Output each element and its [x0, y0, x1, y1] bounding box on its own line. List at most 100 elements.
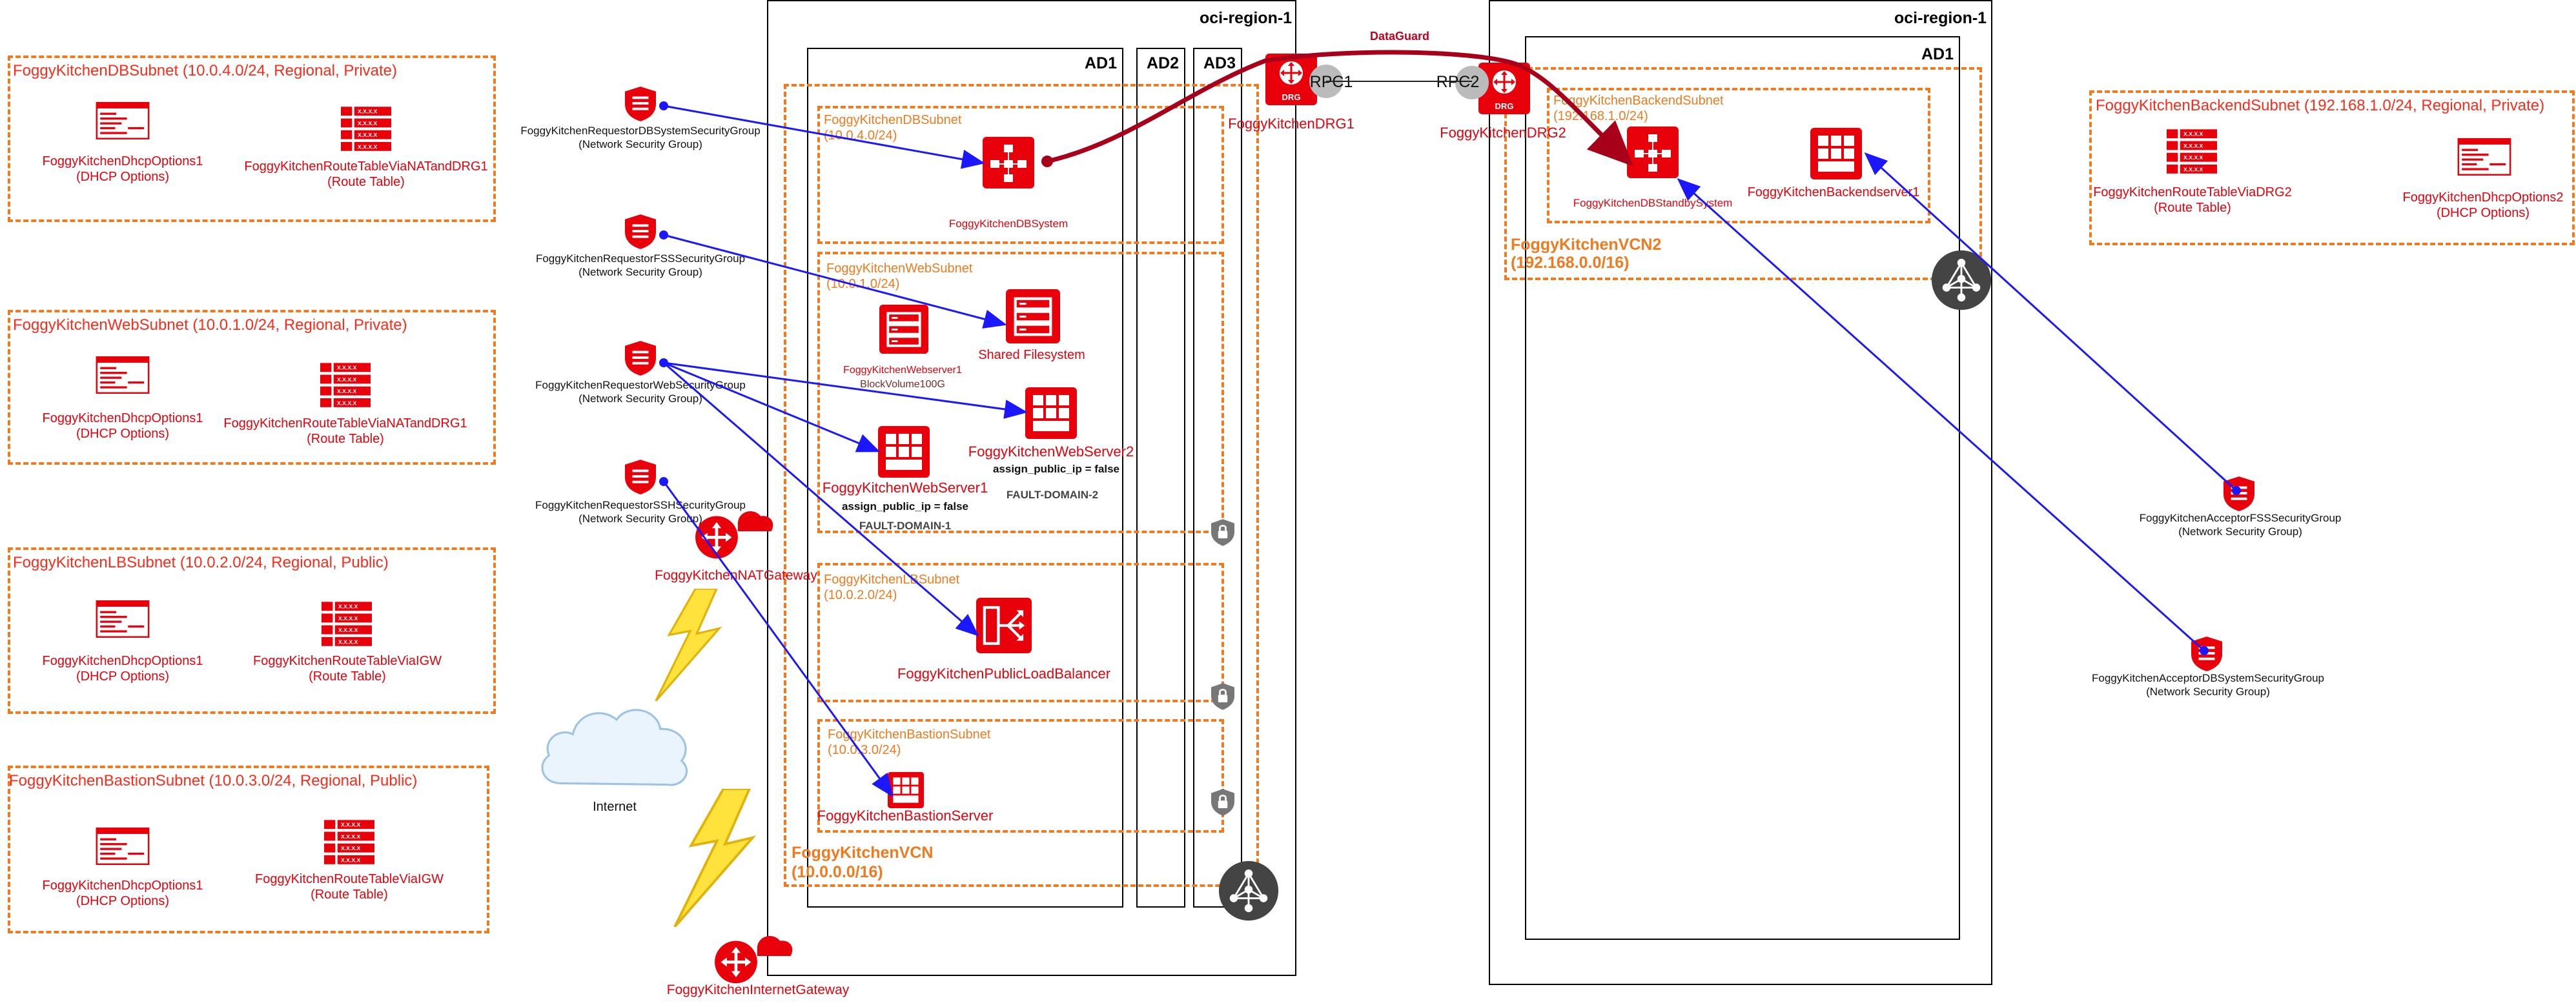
- lightning-icon: [653, 589, 724, 701]
- db-subnet-route-table-type: (Route Table): [327, 175, 405, 189]
- dataguard-label: DataGuard: [1369, 30, 1430, 43]
- web-subnet-route-table-name: FoggyKitchenRouteTableViaNATandDRG1: [223, 416, 467, 431]
- route-table-icon: [341, 107, 391, 152]
- bastion-subnet-route-table-name: FoggyKitchenRouteTableViaIGW: [254, 872, 444, 886]
- drg1-label: FoggyKitchenDRG1: [1228, 116, 1354, 132]
- dhcp-options-icon: [2457, 138, 2511, 176]
- security-list-icon: [1211, 519, 1234, 546]
- load-balancer-icon[interactable]: [976, 598, 1032, 653]
- ad1-label: AD1: [1085, 54, 1118, 72]
- region2-label: oci-region-1: [1894, 9, 1987, 27]
- file-storage-icon[interactable]: [1006, 289, 1060, 343]
- lb-subnet-panel-title: FoggyKitchenLBSubnet (10.0.2.0/24, Regio…: [13, 554, 389, 571]
- dhcp-options-icon: [96, 828, 150, 865]
- db-system-label: FoggyKitchenDBSystem: [948, 218, 1068, 230]
- dhcp-options-icon: [96, 102, 150, 139]
- backend-subnet-route-table-name: FoggyKitchenRouteTableViaDRG2: [2093, 185, 2292, 199]
- dhcp-options-icon: [96, 356, 150, 394]
- vcn1-db-subnet-name: FoggyKitchenDBSubnet: [824, 113, 962, 127]
- db-system-icon[interactable]: [1627, 127, 1679, 178]
- db-subnet-dhcp-type: (DHCP Options): [76, 170, 170, 184]
- compute-icon[interactable]: [886, 772, 926, 808]
- backend-subnet-panel-title: FoggyKitchenBackendSubnet (192.168.1.0/2…: [2096, 97, 2545, 114]
- bastion-subnet-dhcp-name: FoggyKitchenDhcpOptions1: [42, 879, 203, 893]
- vcn1-web-subnet-cidr: (10.0.1.0/24): [826, 277, 900, 291]
- db-standby-label: FoggyKitchenDBStandbySystem: [1573, 197, 1733, 209]
- vcn1-lb-subnet-cidr: (10.0.2.0/24): [824, 588, 897, 602]
- backend-subnet-dhcp-name: FoggyKitchenDhcpOptions2: [2402, 190, 2564, 205]
- dhcp-options-icon: [96, 600, 150, 638]
- lightning-icon: [657, 789, 773, 927]
- vcn1-bastion-subnet-name: FoggyKitchenBastionSubnet: [828, 727, 991, 742]
- internet-gateway-icon[interactable]: [711, 926, 795, 986]
- cloud-icon: [533, 697, 695, 797]
- web-subnet-panel: [8, 310, 496, 465]
- vcn2-backend-subnet-name: FoggyKitchenBackendSubnet: [1553, 94, 1724, 108]
- drg2-label: FoggyKitchenDRG2: [1440, 125, 1566, 141]
- ad3-frame: [1193, 48, 1242, 908]
- rpc1-label: RPC1: [1309, 73, 1353, 91]
- route-table-icon: [320, 363, 371, 408]
- nsg-shield-icon[interactable]: [625, 214, 656, 249]
- nsg-shield-icon[interactable]: [2223, 476, 2254, 511]
- nsg-shield-icon[interactable]: [625, 460, 656, 494]
- fault-domain-1-label: FAULT-DOMAIN-1: [859, 520, 952, 532]
- shared-filesystem-label: Shared Filesystem: [978, 348, 1085, 362]
- compute-icon[interactable]: [878, 426, 930, 478]
- web-subnet-panel-title: FoggyKitchenWebSubnet (10.0.1.0/24, Regi…: [13, 316, 407, 334]
- compute-icon[interactable]: [1025, 387, 1077, 439]
- bastion-server-label: FoggyKitchenBastionServer: [817, 808, 994, 824]
- vcn1-db-subnet: [817, 106, 1224, 244]
- web-subnet-dhcp-name: FoggyKitchenDhcpOptions1: [42, 411, 203, 425]
- nsg-shield-icon[interactable]: [2191, 636, 2222, 671]
- db-subnet-panel: [8, 56, 496, 222]
- requestor-fss-nsg-name: FoggyKitchenRequestorFSSSecurityGroup: [535, 252, 746, 265]
- db-subnet-route-table-name: FoggyKitchenRouteTableViaNATandDRG1: [244, 159, 488, 174]
- vcn2-cidr: (192.168.0.0/16): [1511, 254, 1630, 272]
- rpc2-label: RPC2: [1436, 73, 1480, 91]
- vcn-router-icon: [1218, 860, 1280, 922]
- lb-subnet-panel: [8, 547, 496, 714]
- lb-label: FoggyKitchenPublicLoadBalancer: [897, 666, 1111, 682]
- internet-label: Internet: [593, 800, 637, 814]
- vcn1-lb-subnet-name: FoggyKitchenLBSubnet: [824, 573, 960, 587]
- webserver2-assign-public-ip: assign_public_ip = false: [992, 463, 1120, 475]
- bastion-subnet-route-table-type: (Route Table): [311, 888, 388, 902]
- route-table-icon: [2167, 129, 2217, 174]
- nsg-ssh-link-origin: [659, 477, 668, 486]
- vcn2-name: FoggyKitchenVCN2: [1511, 236, 1662, 254]
- web-subnet-route-table-type: (Route Table): [307, 432, 384, 446]
- region2-ad1-label: AD1: [1921, 45, 1954, 63]
- security-list-icon: [1211, 683, 1234, 710]
- requestor-web-nsg-type: (Network Security Group): [578, 392, 702, 405]
- lb-subnet-route-table-type: (Route Table): [309, 669, 386, 684]
- backend-subnet-dhcp-type: (DHCP Options): [2436, 206, 2530, 220]
- webserver1-assign-public-ip: assign_public_ip = false: [841, 500, 969, 513]
- db-subnet-panel-title: FoggyKitchenDBSubnet (10.0.4.0/24, Regio…: [13, 62, 398, 79]
- internet-gateway-label: FoggyKitchenInternetGateway: [666, 982, 850, 997]
- web-subnet-dhcp-type: (DHCP Options): [76, 427, 170, 441]
- region1-label: oci-region-1: [1200, 9, 1293, 27]
- lb-subnet-dhcp-type: (DHCP Options): [76, 669, 170, 684]
- acceptor-db-nsg-name: FoggyKitchenAcceptorDBSystemSecurityGrou…: [2092, 672, 2324, 684]
- nsg-fss-link-origin: [659, 230, 668, 239]
- bastion-subnet-dhcp-type: (DHCP Options): [76, 894, 170, 908]
- nsg-db-link-origin: [659, 101, 668, 110]
- db-system-icon[interactable]: [983, 137, 1034, 188]
- vcn-router-icon: [1930, 249, 1992, 311]
- fault-domain-2-label: FAULT-DOMAIN-2: [1006, 489, 1099, 501]
- nsg-web-link-origin: [659, 358, 668, 367]
- route-table-icon: [324, 820, 374, 865]
- bastion-subnet-panel: [8, 766, 489, 933]
- acceptor-fss-nsg-name: FoggyKitchenAcceptorFSSSecurityGroup: [2139, 512, 2342, 524]
- acceptor-fss-nsg-type: (Network Security Group): [2178, 525, 2302, 538]
- nsg-shield-icon[interactable]: [625, 341, 656, 376]
- nsg-shield-icon[interactable]: [625, 86, 656, 121]
- ad3-label: AD3: [1203, 54, 1236, 72]
- compute-icon[interactable]: [1810, 128, 1862, 179]
- webserver2-label: FoggyKitchenWebServer2: [968, 443, 1134, 460]
- lb-subnet-dhcp-name: FoggyKitchenDhcpOptions1: [42, 654, 203, 668]
- requestor-db-nsg-type: (Network Security Group): [578, 138, 702, 150]
- vcn2-backend-subnet-cidr: (192.168.1.0/24): [1553, 109, 1648, 123]
- block-volume-icon[interactable]: [879, 303, 928, 355]
